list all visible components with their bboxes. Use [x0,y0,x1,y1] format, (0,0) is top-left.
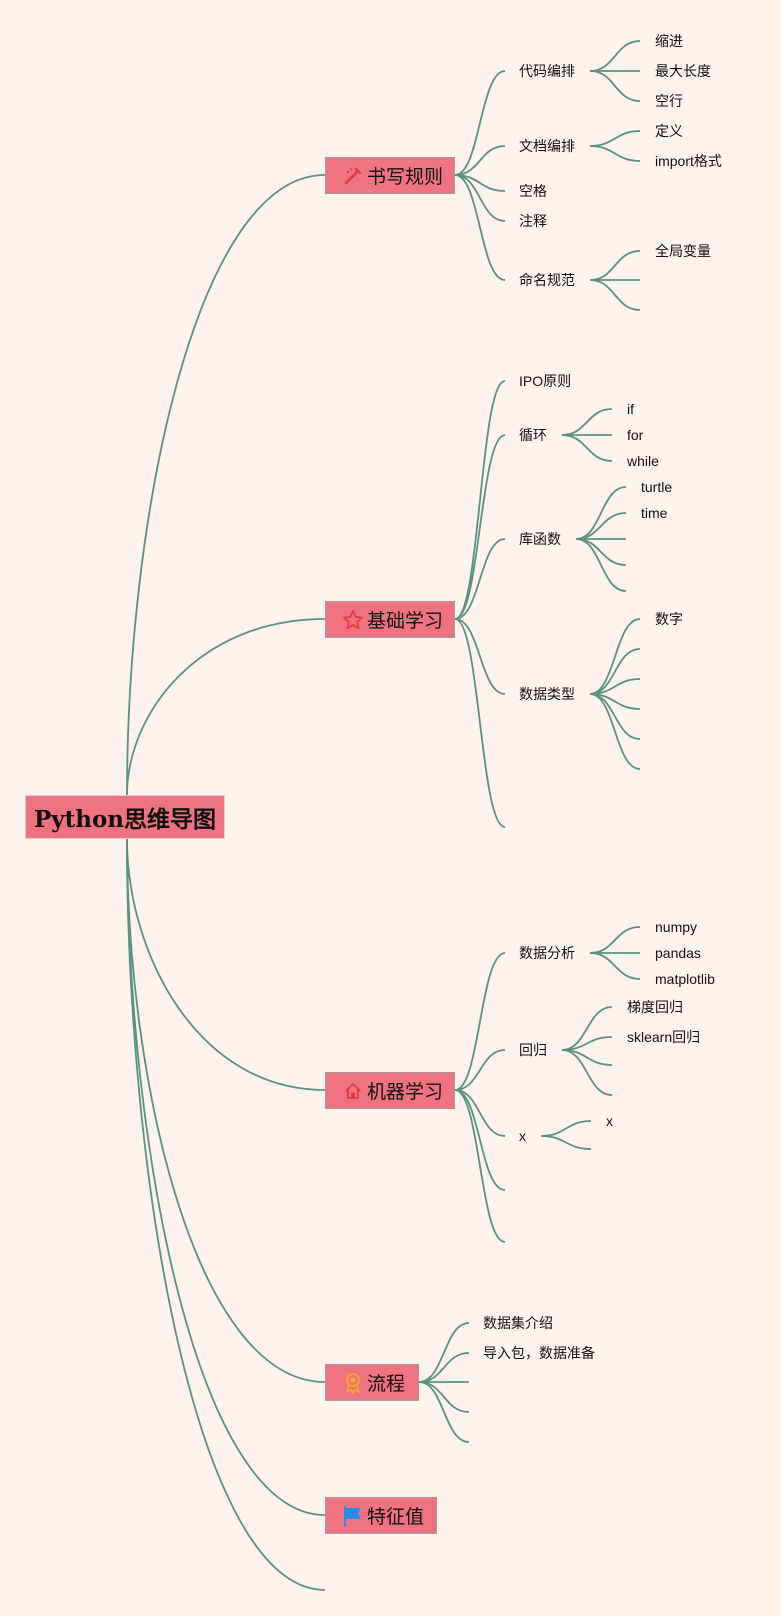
node-library[interactable]: 库函数 [519,531,561,547]
node-max-length[interactable]: 最大长度 [655,63,711,79]
edge-ml-2 [454,1089,506,1137]
branch-writing-rules-label: 书写规则 [367,167,444,188]
node-dataset-intro[interactable]: 数据集介绍 [483,1315,553,1331]
branch-writing-rules[interactable]: 书写规则 [325,157,455,194]
node-space[interactable]: 空格 [519,183,547,199]
node-if[interactable]: if [627,401,634,417]
node-ipo[interactable]: IPO原则 [519,373,572,389]
node-for[interactable]: for [627,427,644,443]
flag-icon [342,1505,364,1527]
node-doc-layout[interactable]: 文档编排 [519,138,575,154]
award-icon [342,1372,364,1394]
edge-flow-3 [418,1381,470,1413]
edge-naming-0 [589,250,641,281]
node-x[interactable]: x [519,1128,526,1144]
branch-feature-value[interactable]: 特征值 [325,1497,437,1534]
edge-library-3 [575,538,627,566]
edge-flow-4 [418,1381,470,1443]
node-comment[interactable]: 注释 [519,213,547,229]
edge-basics-1 [454,434,506,620]
edge-basics-2 [454,538,506,620]
edge-analysis-2 [589,952,641,980]
edge-types-0 [589,618,641,695]
node-number[interactable]: 数字 [655,611,683,627]
edge-regression-3 [561,1049,613,1096]
node-while[interactable]: while [627,453,659,469]
edge-writing-3 [454,174,506,222]
edge-analysis-0 [589,926,641,954]
edge-flow-1 [418,1352,470,1383]
branch-process[interactable]: 流程 [325,1364,419,1401]
edge-basics-4 [454,618,506,828]
node-matplotlib[interactable]: matplotlib [655,971,715,987]
edge-ml-4 [454,1089,506,1243]
node-naming[interactable]: 命名规范 [519,272,575,288]
node-sklearn-regression[interactable]: sklearn回归 [627,1029,701,1045]
node-data-types[interactable]: 数据类型 [519,686,575,702]
edge-writing-0 [454,70,506,176]
edge-x-1 [540,1135,592,1150]
node-import-format[interactable]: import格式 [655,153,722,169]
edge-loop-0 [561,408,613,436]
edge-root-ml [126,838,326,1091]
edge-x-0 [540,1120,592,1137]
node-x-child[interactable]: x [606,1113,613,1129]
node-loop[interactable]: 循环 [519,427,547,443]
node-code-layout[interactable]: 代码编排 [519,63,575,79]
root-node[interactable]: Python思维导图 [25,795,225,839]
edge-basics-3 [454,618,506,695]
edge-code-layout-0 [589,40,641,72]
edge-code-layout-2 [589,70,641,102]
edge-ml-3 [454,1089,506,1191]
pencil-icon [342,165,364,187]
edge-root-basics [126,618,326,796]
node-import-prepare[interactable]: 导入包，数据准备 [483,1345,595,1361]
node-definition[interactable]: 定义 [655,123,683,139]
edge-writing-1 [454,145,506,176]
node-time[interactable]: time [641,505,668,521]
node-indent[interactable]: 缩进 [655,33,683,49]
node-gradient-regression[interactable]: 梯度回归 [627,999,683,1015]
node-regression[interactable]: 回归 [519,1042,547,1058]
edge-flow-0 [418,1322,470,1383]
node-global-variable[interactable]: 全局变量 [655,243,711,259]
edge-root-empty [126,838,326,1591]
branch-basic-learning-label: 基础学习 [367,611,444,632]
edge-loop-2 [561,434,613,462]
branch-machine-learning[interactable]: 机器学习 [325,1072,455,1109]
edge-root-writing [126,174,326,796]
star-icon [342,609,364,631]
node-data-analysis[interactable]: 数据分析 [519,945,575,961]
node-blank-line[interactable]: 空行 [655,93,683,109]
branch-machine-learning-label: 机器学习 [367,1082,444,1103]
branch-feature-value-label: 特征值 [367,1507,425,1528]
edge-doc-layout-0 [589,130,641,147]
home-icon [342,1080,364,1102]
edge-root-flow [126,838,326,1383]
edge-ml-1 [454,1049,506,1091]
edge-basics-0 [454,380,506,620]
node-numpy[interactable]: numpy [655,919,698,935]
node-pandas[interactable]: pandas [655,945,701,961]
edge-doc-layout-1 [589,145,641,162]
edge-writing-4 [454,174,506,281]
edge-types-5 [589,693,641,770]
edge-ml-0 [454,952,506,1091]
edge-root-feature [126,838,326,1516]
edge-library-4 [575,538,627,592]
node-turtle[interactable]: turtle [641,479,673,495]
edge-library-0 [575,486,627,540]
edge-naming-2 [589,279,641,311]
branch-process-label: 流程 [367,1374,406,1395]
branch-basic-learning[interactable]: 基础学习 [325,601,455,638]
edge-library-1 [575,512,627,540]
